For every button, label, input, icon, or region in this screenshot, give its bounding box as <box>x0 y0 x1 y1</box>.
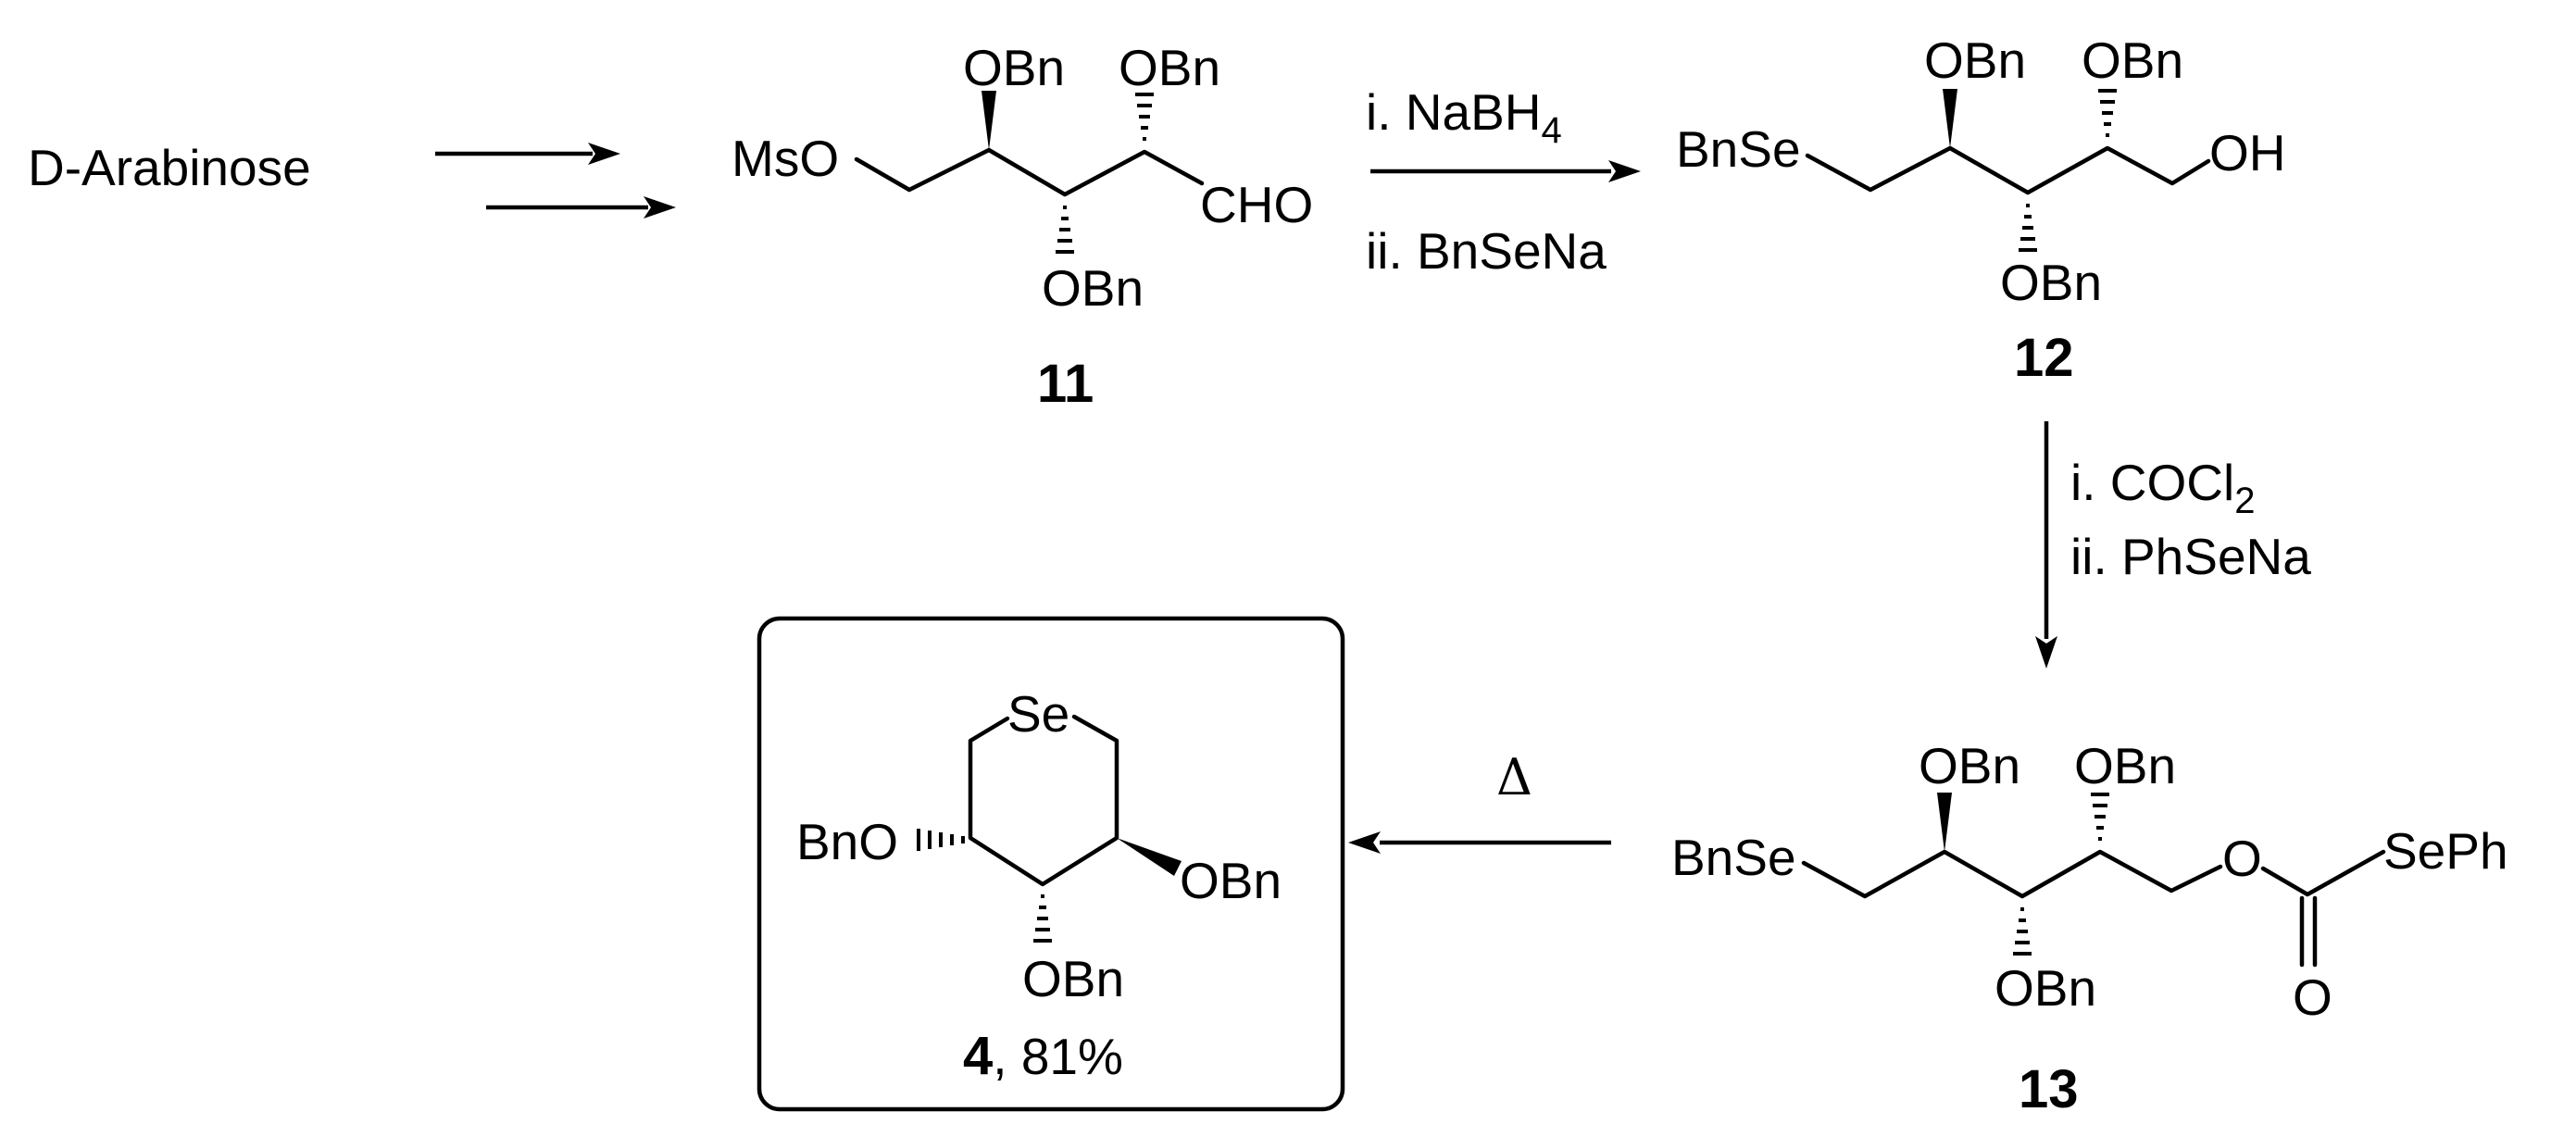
product-caption: 4, 81% <box>963 1026 1123 1086</box>
hashed-bond <box>1135 93 1154 141</box>
wedge-bond <box>1943 89 1957 148</box>
step3: Δ <box>1348 748 1611 854</box>
obn-label: OBn <box>1119 39 1220 96</box>
seph-label: SePh <box>2383 822 2508 880</box>
reagent-label: ii. PhSeNa <box>2070 528 2311 585</box>
compound-number: 12 <box>2014 328 2074 388</box>
bnse-label: BnSe <box>1676 120 1801 178</box>
hashed-bond <box>1033 894 1052 943</box>
obn-label: OBn <box>1042 259 1144 317</box>
obn-label: OBn <box>2074 737 2176 794</box>
reagent-label: ii. BnSeNa <box>1366 222 1607 280</box>
obn-label: OBn <box>1995 959 2096 1017</box>
reagent-label: i. COCl2 <box>2070 454 2255 521</box>
step1: i. NaBH4 ii. PhSeNa ii. BnSeNa <box>1366 83 1641 280</box>
hashed-bond <box>2091 793 2109 841</box>
obn-label: OBn <box>2082 31 2183 89</box>
condition-label: Δ <box>1496 748 1532 806</box>
o-ester-label: O <box>2222 830 2262 887</box>
hashed-bond <box>1056 206 1074 254</box>
wedge-bond <box>1117 838 1182 876</box>
wedge-bond <box>1937 793 1952 852</box>
product-box: Se BnO OBn OBn 4, 81% <box>757 616 1345 1112</box>
obn-label: OBn <box>1924 31 2026 89</box>
bno-label: BnO <box>796 813 898 870</box>
o-carbonyl-label: O <box>2293 968 2332 1026</box>
reagent-label: i. NaBH4 <box>1366 83 1562 151</box>
oh-label: OH <box>2209 124 2286 181</box>
se-label: Se <box>1007 685 1069 743</box>
compound-13: BnSe OBn OBn OBn O SePh O 13 <box>1671 737 2508 1119</box>
compound-number: 4 <box>963 1026 993 1086</box>
product-frame <box>757 616 1345 1112</box>
hashed-bond <box>917 829 965 851</box>
yield-label: , 81% <box>993 1028 1123 1085</box>
obn-label: OBn <box>2000 254 2102 311</box>
compound-11: MsO OBn OBn OBn CHO 11 <box>732 39 1313 414</box>
obn-label: OBn <box>1022 950 1124 1007</box>
wedge-bond <box>982 91 996 150</box>
starting-material-label: D-Arabinose <box>28 139 311 196</box>
obn-label: OBn <box>1180 852 1282 909</box>
compound-number: 11 <box>1037 354 1094 414</box>
cho-label: CHO <box>1200 176 1313 233</box>
hashed-bond <box>2098 89 2117 137</box>
bnse-label: BnSe <box>1671 829 1796 886</box>
step2: i. COCl2 ii. PhSeNa <box>2035 421 2311 668</box>
hashed-bond <box>2013 907 2032 956</box>
hashed-bond <box>2019 204 2037 252</box>
multistep-arrow <box>435 143 676 219</box>
obn-label: OBn <box>963 39 1065 96</box>
compound-number: 13 <box>2019 1059 2079 1119</box>
obn-label: OBn <box>1919 737 2020 794</box>
mso-label: MsO <box>732 130 839 187</box>
compound-12: BnSe OBn OBn OBn OH 12 <box>1676 31 2286 388</box>
